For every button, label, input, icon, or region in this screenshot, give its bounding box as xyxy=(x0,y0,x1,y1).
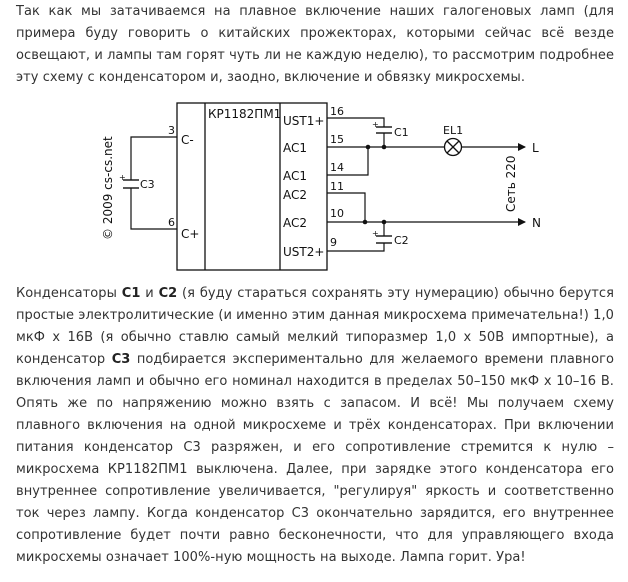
copyright-text: © 2009 cs-cs.net xyxy=(101,136,115,240)
capacitor-c3-ref: С3 xyxy=(111,352,131,367)
line-n-label: N xyxy=(532,216,541,230)
pin-14-number: 14 xyxy=(330,161,344,174)
pin-3-label: С- xyxy=(181,133,194,147)
lamp-icon xyxy=(443,137,463,157)
pin-6-number: 6 xyxy=(168,216,175,229)
text-run: (я буду стараться сохранять эту нумераци… xyxy=(16,286,614,367)
c3-label: C3 xyxy=(140,178,155,191)
intro-paragraph: Так как мы затачиваемся на плавное включ… xyxy=(16,4,614,85)
pin-9-label: UST2+ xyxy=(283,245,324,259)
pin-10-label: AC2 xyxy=(283,216,307,230)
pin-9-number: 9 xyxy=(330,236,337,249)
chip-body xyxy=(176,102,328,271)
c2-label: C2 xyxy=(394,234,409,247)
pin-16-label: UST1+ xyxy=(283,114,324,128)
pin-6-label: С+ xyxy=(181,227,199,241)
pin-11-label: AC2 xyxy=(283,188,307,202)
c1-label: C1 xyxy=(394,126,409,139)
pin-14-label: AC1 xyxy=(283,169,307,183)
junction-dots xyxy=(362,144,387,225)
capacitor-c3 xyxy=(123,179,139,189)
capacitor-c2-ref: С2 xyxy=(158,286,178,301)
description-paragraph: Конденсаторы С1 и С2 (я буду стараться с… xyxy=(16,283,614,569)
pin-16-number: 16 xyxy=(330,105,344,118)
text-run: Конденсаторы xyxy=(16,286,122,301)
pin-10-number: 10 xyxy=(330,207,344,220)
pin-3-number: 3 xyxy=(168,124,175,137)
pin-15-number: 15 xyxy=(330,133,344,146)
mains-label: Сеть 220 xyxy=(504,155,518,212)
c1-plus-sign: + xyxy=(372,120,379,129)
c3-plus-sign: + xyxy=(119,173,126,182)
pin-11-number: 11 xyxy=(330,180,344,193)
c2-plus-sign: + xyxy=(372,229,379,238)
capacitor-c1-ref: С1 xyxy=(121,286,141,301)
lamp-label: EL1 xyxy=(443,124,463,137)
capacitor-c2 xyxy=(376,235,392,244)
capacitor-c1 xyxy=(376,126,392,134)
pin-15-label: AC1 xyxy=(283,141,307,155)
text-run: подбирается экспериментально для желаемо… xyxy=(16,352,614,565)
text-run: и xyxy=(140,286,159,301)
chip-name: КР1182ПМ1 xyxy=(208,107,281,121)
line-l-label: L xyxy=(532,141,539,155)
